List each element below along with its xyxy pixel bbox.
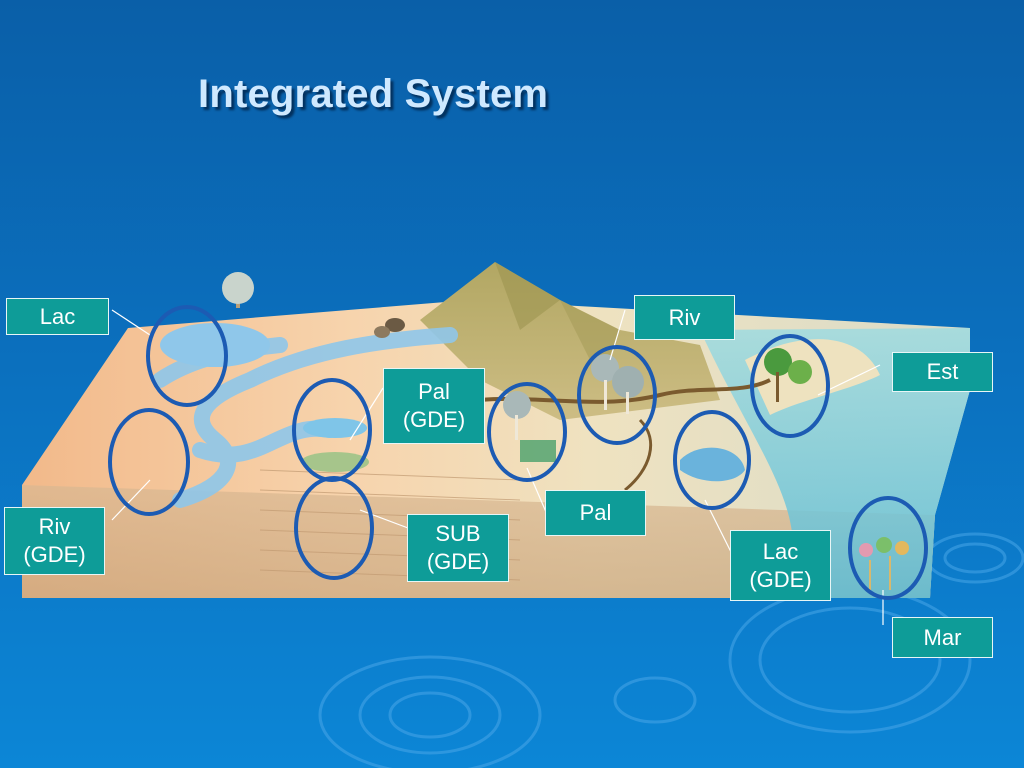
label-sub-gde: SUB (GDE) <box>407 514 509 582</box>
trees-riv <box>591 354 644 414</box>
circle-lac-gde <box>673 410 751 510</box>
slide-title: Integrated System <box>198 72 549 116</box>
label-pal: Pal <box>545 490 646 536</box>
label-riv-gde: Riv (GDE) <box>4 507 105 575</box>
circle-riv-gde <box>108 408 190 516</box>
tree-top-left <box>222 272 254 308</box>
circle-est <box>750 334 830 438</box>
circle-riv-top <box>577 345 657 445</box>
label-mar: Mar <box>892 617 993 658</box>
trees-pal <box>503 391 556 462</box>
corals-mar <box>859 537 909 590</box>
label-riv-top: Riv <box>634 295 735 340</box>
circle-sub-gde <box>294 476 374 580</box>
label-pal-gde: Pal (GDE) <box>383 368 485 444</box>
circle-mar <box>848 496 928 600</box>
circle-lac-top <box>146 305 228 407</box>
circle-pal <box>487 382 567 482</box>
label-lac-gde: Lac (GDE) <box>730 530 831 601</box>
highlight-circles <box>108 305 928 600</box>
rocks <box>374 318 405 338</box>
label-lac-top: Lac <box>6 298 109 335</box>
label-est: Est <box>892 352 993 392</box>
mangroves-est <box>764 348 812 402</box>
land-block <box>22 262 970 598</box>
